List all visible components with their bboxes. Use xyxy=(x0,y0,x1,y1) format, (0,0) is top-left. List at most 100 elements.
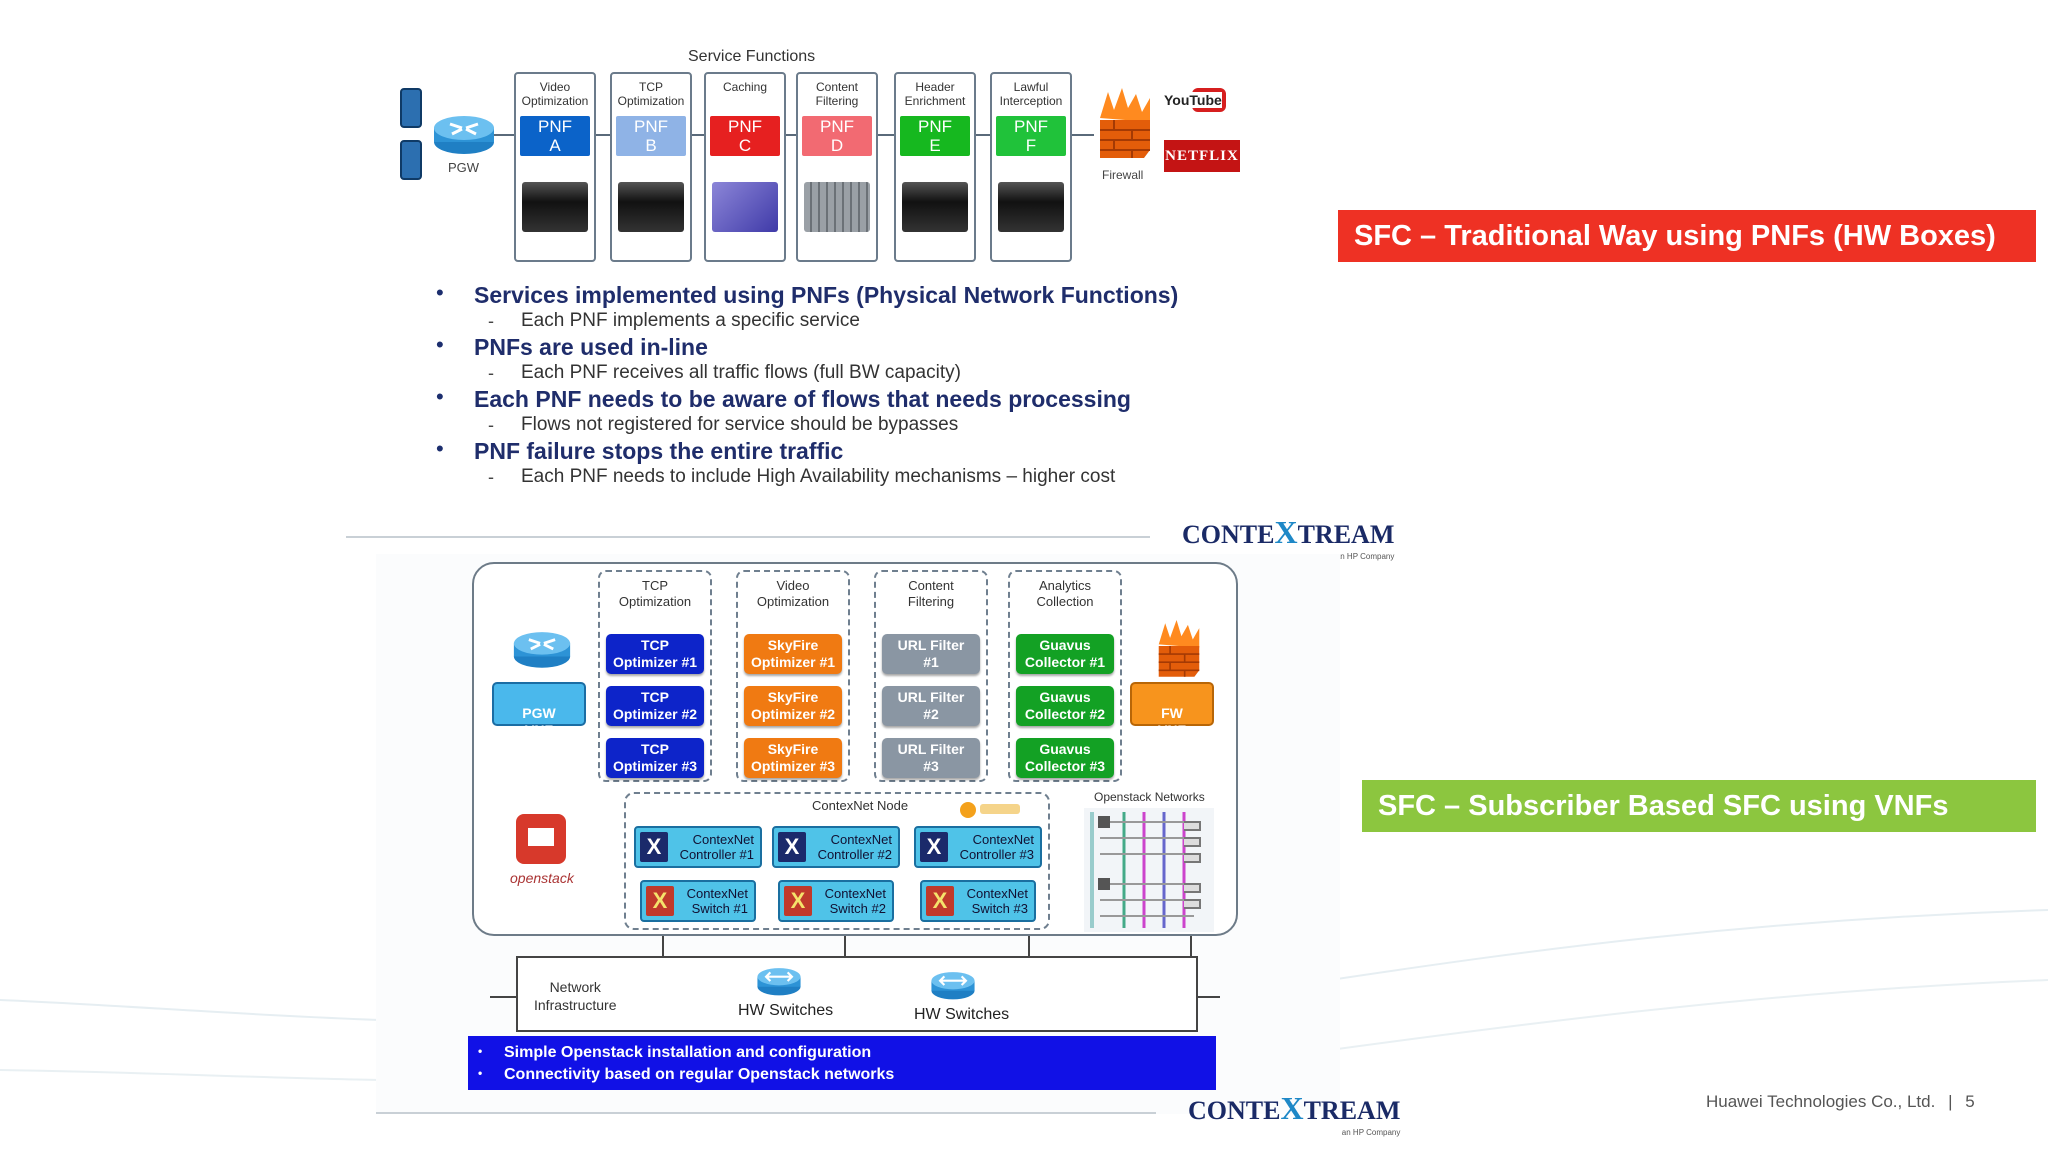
vnf-instance: Guavus Collector #1 xyxy=(1016,634,1114,674)
bullet-dot: • xyxy=(436,332,444,357)
pgw-vnf-text: PGW VNF xyxy=(522,705,556,738)
note-bullet: • xyxy=(478,1044,483,1058)
mobile-phone-icon xyxy=(400,88,422,128)
pnf-column-title: Video Optimization xyxy=(521,80,589,108)
background-waves xyxy=(1330,909,2048,1051)
vnf-group-title: TCP Optimization xyxy=(618,578,692,609)
mobile-phone-icon xyxy=(400,140,422,180)
hardware-box-icon xyxy=(618,182,684,232)
sfc-traditional-label: SFC – Traditional Way using PNFs (HW Box… xyxy=(1338,210,2036,262)
vnf-instance: SkyFire Optimizer #3 xyxy=(744,738,842,778)
sub-bullet-text: Flows not registered for service should … xyxy=(521,414,959,435)
connector-line xyxy=(844,936,846,956)
pnf-label: PNF xyxy=(820,117,854,136)
logo-subtext: an HP Company xyxy=(1335,552,1395,561)
sub-bullet-dash: - xyxy=(488,467,494,487)
logo-text-post: TREAM xyxy=(1297,520,1395,549)
hardware-box-icon xyxy=(804,182,870,232)
vnf-instance: Guavus Collector #3 xyxy=(1016,738,1114,778)
separator-line-bottom xyxy=(376,1112,1156,1114)
contexnet-switch-label: ContexNet Switch #3 xyxy=(966,886,1028,916)
sub-bullet-text: Each PNF receives all traffic flows (ful… xyxy=(521,362,961,383)
pnf-letter: C xyxy=(738,136,752,155)
pnf-column-title: TCP Optimization xyxy=(617,80,685,108)
contexnet-controller-label: ContexNet Controller #2 xyxy=(817,832,892,862)
youtube-text: YouTube xyxy=(1164,92,1222,108)
notes-banner: • Simple Openstack installation and conf… xyxy=(468,1036,1216,1090)
pnf-column-title: Caching xyxy=(722,80,768,94)
sfc-traditional-text: SFC – Traditional Way using PNFs (HW Box… xyxy=(1354,219,1996,252)
hardware-box-icon xyxy=(522,182,588,232)
vnf-instance: TCP Optimizer #2 xyxy=(606,686,704,726)
contexnet-x-icon: X xyxy=(926,886,954,916)
openstack-networks-diagram xyxy=(1084,808,1214,932)
logo-subtext: an HP Company xyxy=(1341,1128,1401,1137)
logo-text-pre: CONTE xyxy=(1188,1096,1281,1125)
netflix-text: NETFLIX xyxy=(1165,148,1239,164)
contexnet-controller-label: ContexNet Controller #1 xyxy=(679,832,754,862)
openstack-networks-label: Openstack Networks xyxy=(1094,790,1205,804)
sub-bullet-text: Each PNF implements a specific service xyxy=(521,310,860,331)
footer-company: Huawei Technologies Co., Ltd. xyxy=(1706,1092,1936,1111)
network-infrastructure-label: Network Infrastructure xyxy=(534,979,617,1013)
pnf-column-title: Header Enrichment xyxy=(904,80,966,108)
hw-switch-icon xyxy=(931,972,975,1000)
pnf-label: PNF xyxy=(728,117,762,136)
sub-bullet-text: Each PNF needs to include High Availabil… xyxy=(521,466,1116,487)
pnf-letter: F xyxy=(1025,136,1037,155)
pnf-label: PNF xyxy=(634,117,668,136)
vnf-instance: URL Filter #2 xyxy=(882,686,980,726)
router-icon xyxy=(434,116,494,154)
contexnet-x-icon: X xyxy=(784,886,812,916)
daylight-bar xyxy=(980,804,1020,814)
contextream-logo: CONTEXTREAM an HP Company xyxy=(1182,514,1395,561)
pnf-label: PNF xyxy=(538,117,572,136)
vnf-instance: URL Filter #1 xyxy=(882,634,980,674)
sub-bullet-dash: - xyxy=(488,311,494,331)
contexnet-node-frame xyxy=(624,792,1050,930)
daylight-sun xyxy=(960,802,976,818)
vnf-instance: TCP Optimizer #1 xyxy=(606,634,704,674)
pnf-letter: A xyxy=(549,136,561,155)
traffic-line xyxy=(494,134,1094,136)
footer-page-number: 5 xyxy=(1965,1092,1975,1111)
vnf-group-title: Video Optimization xyxy=(756,578,830,609)
pnf-letter: D xyxy=(830,136,844,155)
bullet-text: Services implemented using PNFs (Physica… xyxy=(474,282,1179,308)
contexnet-switch-label: ContexNet Switch #2 xyxy=(824,886,886,916)
logo-text-pre: CONTE xyxy=(1182,520,1275,549)
hardware-box-icon xyxy=(712,182,778,232)
connector-line xyxy=(1190,936,1192,956)
contexnet-controller: X ContexNet Controller #3 xyxy=(914,826,1042,868)
sfc-subscriber-label: SFC – Subscriber Based SFC using VNFs xyxy=(1362,780,2036,832)
hw-switches-label-2: HW Switches xyxy=(914,1006,1010,1023)
vnf-instance: Guavus Collector #2 xyxy=(1016,686,1114,726)
logo-text-post: TREAM xyxy=(1303,1096,1401,1125)
logo-x: X xyxy=(1274,514,1298,550)
contexnet-controller-label: ContexNet Controller #3 xyxy=(959,832,1034,862)
netflix-logo: NETFLIX xyxy=(1164,140,1240,172)
vnf-group-title: Content Filtering xyxy=(907,578,955,609)
bullet-text: PNFs are used in-line xyxy=(474,334,708,360)
pgw-label: PGW xyxy=(448,160,480,175)
pnf-letter: B xyxy=(645,136,657,155)
network-infrastructure-frame xyxy=(516,956,1198,1032)
pnf-letter: E xyxy=(929,136,941,155)
footer-separator: | xyxy=(1948,1092,1953,1111)
contexnet-x-icon: X xyxy=(640,832,668,862)
vnf-instance: SkyFire Optimizer #1 xyxy=(744,634,842,674)
hw-switch-icon xyxy=(757,968,801,996)
contexnet-switch-label: ContexNet Switch #1 xyxy=(686,886,748,916)
contexnet-x-icon: X xyxy=(920,832,948,862)
sub-bullet-dash: - xyxy=(488,363,494,383)
